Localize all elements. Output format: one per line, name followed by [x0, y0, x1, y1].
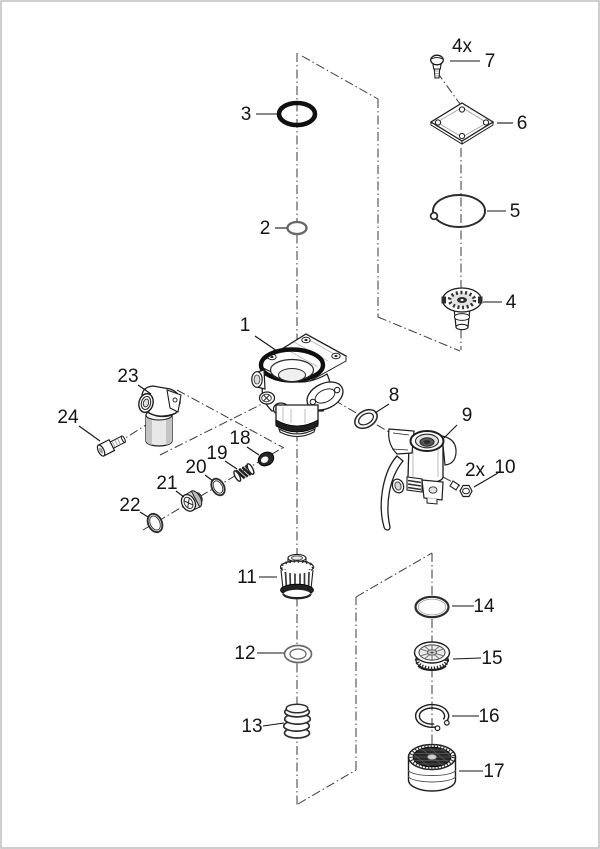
callout-13: 13	[241, 716, 285, 737]
callout-10-label: 10	[494, 457, 515, 478]
quantity-4x-label: 4x	[452, 36, 473, 57]
callout-21-label: 21	[156, 473, 177, 494]
callout-19-label: 19	[206, 443, 227, 464]
callout-24-leader	[78, 425, 101, 442]
callout-8: 8	[374, 385, 400, 414]
callout-24-label: 24	[57, 407, 79, 428]
callout-15-label: 15	[481, 648, 502, 669]
part-10-screw	[449, 480, 473, 498]
part-4-check-valve	[441, 287, 483, 331]
callout-9-label: 9	[462, 405, 473, 426]
callout-16: 16	[452, 706, 500, 727]
callout-17: 17	[459, 761, 505, 782]
part-2-oring	[286, 220, 308, 236]
quantity-2x-label: 2x	[465, 460, 486, 481]
part-21-valve-piston	[180, 490, 203, 512]
callout-6-label: 6	[517, 113, 528, 134]
callout-11-label: 11	[237, 567, 257, 588]
callout-19: 19	[206, 443, 238, 470]
callout-19-leader	[224, 460, 238, 470]
part-16-snap-ring	[414, 703, 450, 732]
callout-8-leader	[374, 403, 390, 414]
callout-18-leader	[246, 446, 260, 456]
callout-14: 14	[452, 596, 495, 617]
callout-3: 3	[241, 104, 277, 125]
callout-18-label: 18	[229, 428, 250, 449]
callout-17-label: 17	[483, 761, 504, 782]
callout-22-leader	[139, 511, 149, 518]
callout-15: 15	[452, 648, 503, 669]
callout-24: 24	[57, 407, 101, 442]
callout-2: 2	[260, 218, 287, 239]
part-3-oring	[276, 100, 318, 128]
callout-13-label: 13	[241, 716, 262, 737]
callout-7: 7 4x	[450, 36, 495, 72]
part-6-cover-plate	[429, 102, 495, 145]
callout-2-label: 2	[260, 218, 271, 239]
callout-22: 22	[119, 495, 149, 518]
part-13-spring	[282, 703, 312, 739]
callout-13-leader	[262, 722, 285, 727]
callout-6: 6	[497, 113, 527, 134]
callout-18: 18	[229, 428, 260, 456]
part-18-seal	[257, 451, 275, 467]
part-8-oring	[354, 408, 378, 430]
callout-4-label: 4	[506, 292, 517, 313]
part-17-strainer-cup	[407, 743, 457, 792]
part-12-washer	[283, 644, 313, 664]
part-5-gasket	[429, 194, 486, 228]
part-19-spring	[233, 463, 255, 482]
callout-9-leader	[443, 424, 458, 439]
callout-5-label: 5	[510, 201, 521, 222]
callout-20: 20	[185, 457, 214, 482]
callout-10: 10 2x	[465, 457, 516, 488]
callout-1: 1	[240, 315, 278, 352]
callout-21: 21	[156, 473, 185, 498]
callout-1-leader	[254, 335, 278, 352]
callout-7-label: 7	[485, 51, 496, 72]
callout-23: 23	[117, 366, 152, 395]
callout-20-leader	[204, 474, 214, 482]
callout-23-leader	[137, 384, 152, 395]
part-7-screw	[430, 54, 444, 79]
callout-14-label: 14	[473, 596, 495, 617]
callout-20-label: 20	[185, 457, 206, 478]
callout-10-leader	[473, 472, 499, 488]
part-22-oring	[146, 512, 164, 534]
part-1-valve-body	[251, 333, 348, 438]
part-11-cartridge	[279, 553, 315, 600]
callout-4: 4	[483, 292, 517, 313]
part-23-elbow-connector	[138, 385, 182, 447]
part-9-outlet-valve-assembly	[380, 428, 457, 531]
part-24-screw	[96, 435, 126, 457]
callout-16-label: 16	[478, 706, 499, 727]
callout-21-leader	[175, 490, 185, 498]
callout-9: 9	[443, 405, 473, 439]
callout-3-label: 3	[241, 104, 252, 125]
part-20-oring	[210, 477, 226, 497]
callout-8-label: 8	[389, 385, 400, 406]
callout-1-label: 1	[240, 315, 251, 336]
callout-12-label: 12	[234, 643, 255, 664]
part-15-aerator-core	[413, 641, 451, 671]
part-14-oring	[414, 595, 450, 619]
callout-15-leader	[452, 657, 482, 660]
callout-22-label: 22	[119, 495, 140, 516]
callout-23-label: 23	[117, 366, 138, 387]
callout-12: 12	[234, 643, 284, 664]
callout-5: 5	[487, 201, 520, 222]
callout-11: 11	[237, 567, 277, 588]
